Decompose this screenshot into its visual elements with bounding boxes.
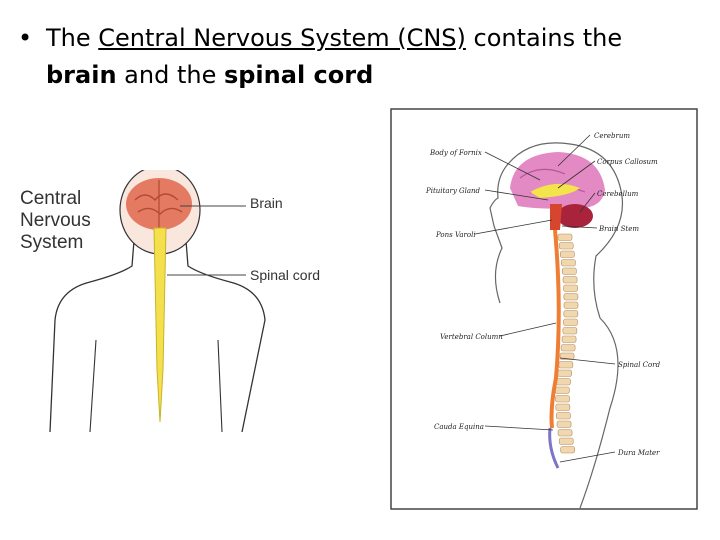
cerebrum-shape [510, 152, 605, 209]
vertebra [558, 242, 574, 250]
vertebra [560, 250, 575, 258]
vertebra [563, 301, 579, 309]
vertebra [561, 259, 576, 267]
vertebra [556, 378, 571, 386]
vertebra [563, 310, 579, 318]
vertebra [560, 344, 576, 352]
label-corpus-callosum: Corpus Callosum [597, 158, 658, 166]
label-brain-stem: Brain Stem [598, 225, 639, 233]
bullet-mid-2: and the [116, 61, 224, 89]
vertebra [558, 361, 574, 369]
corpus-callosum-shape [530, 183, 580, 198]
spine-anatomy-illustration: Cerebrum Body of Fornix Corpus Callosum … [390, 108, 698, 510]
vertebra [561, 335, 577, 343]
figure-title-line-3: System [20, 232, 83, 253]
vertebra [562, 276, 578, 284]
vertebra [559, 352, 575, 360]
figure-title-line-1: Central [20, 188, 81, 209]
cns-body-illustration: Central Nervous System Brain Spinal cord [20, 170, 320, 432]
label-pituitary-gland: Pituitary Gland [425, 187, 481, 195]
bullet-prefix: The [46, 24, 99, 52]
cauda-equina-shape [548, 427, 560, 469]
vertebra [555, 386, 570, 394]
spinal-cord-line [549, 229, 561, 429]
vertebra [556, 420, 572, 428]
label-vertebral-column: Vertebral Column [440, 333, 503, 341]
bullet-mid-1: contains the [465, 24, 623, 52]
bullet-text: The Central Nervous System (CNS) contain… [46, 20, 706, 94]
label-pons-varoli: Pons Varoli [435, 231, 476, 239]
vertebra [563, 284, 578, 292]
vertebra [556, 412, 571, 420]
vertebra [560, 446, 575, 454]
label-dura-mater: Dura Mater [617, 449, 660, 457]
cns-term: Central Nervous System (CNS) [98, 24, 466, 52]
vertebra [563, 293, 579, 301]
bullet-marker: • [18, 24, 33, 52]
label-spinal-cord: Spinal Cord [618, 361, 661, 369]
vertebral-column [555, 233, 579, 454]
label-brain: Brain [250, 195, 283, 211]
brain-stem-shape [550, 204, 562, 230]
vertebra [558, 437, 574, 445]
label-cauda-equina: Cauda Equina [434, 423, 484, 431]
vertebra [563, 318, 578, 326]
spinal-cord-term: spinal cord [223, 61, 374, 89]
label-cerebrum: Cerebrum [594, 132, 630, 140]
vertebra [557, 429, 573, 437]
vertebra [562, 327, 578, 335]
label-cerebellum: Cerebellum [597, 190, 639, 198]
brain-term: brain [46, 61, 117, 89]
vertebra [555, 403, 571, 411]
figure-title-line-2: Nervous [20, 210, 91, 231]
vertebra [557, 369, 572, 377]
body-outline [49, 227, 266, 432]
label-body-of-fornix: Body of Fornix [429, 149, 482, 157]
vertebra [555, 395, 570, 403]
spinal-cord-shape [153, 227, 167, 423]
vertebra [562, 267, 577, 275]
label-spinal-cord: Spinal cord [250, 267, 320, 283]
vertebra [557, 233, 573, 241]
cerebellum-shape [557, 204, 593, 228]
body-silhouette [489, 142, 624, 509]
